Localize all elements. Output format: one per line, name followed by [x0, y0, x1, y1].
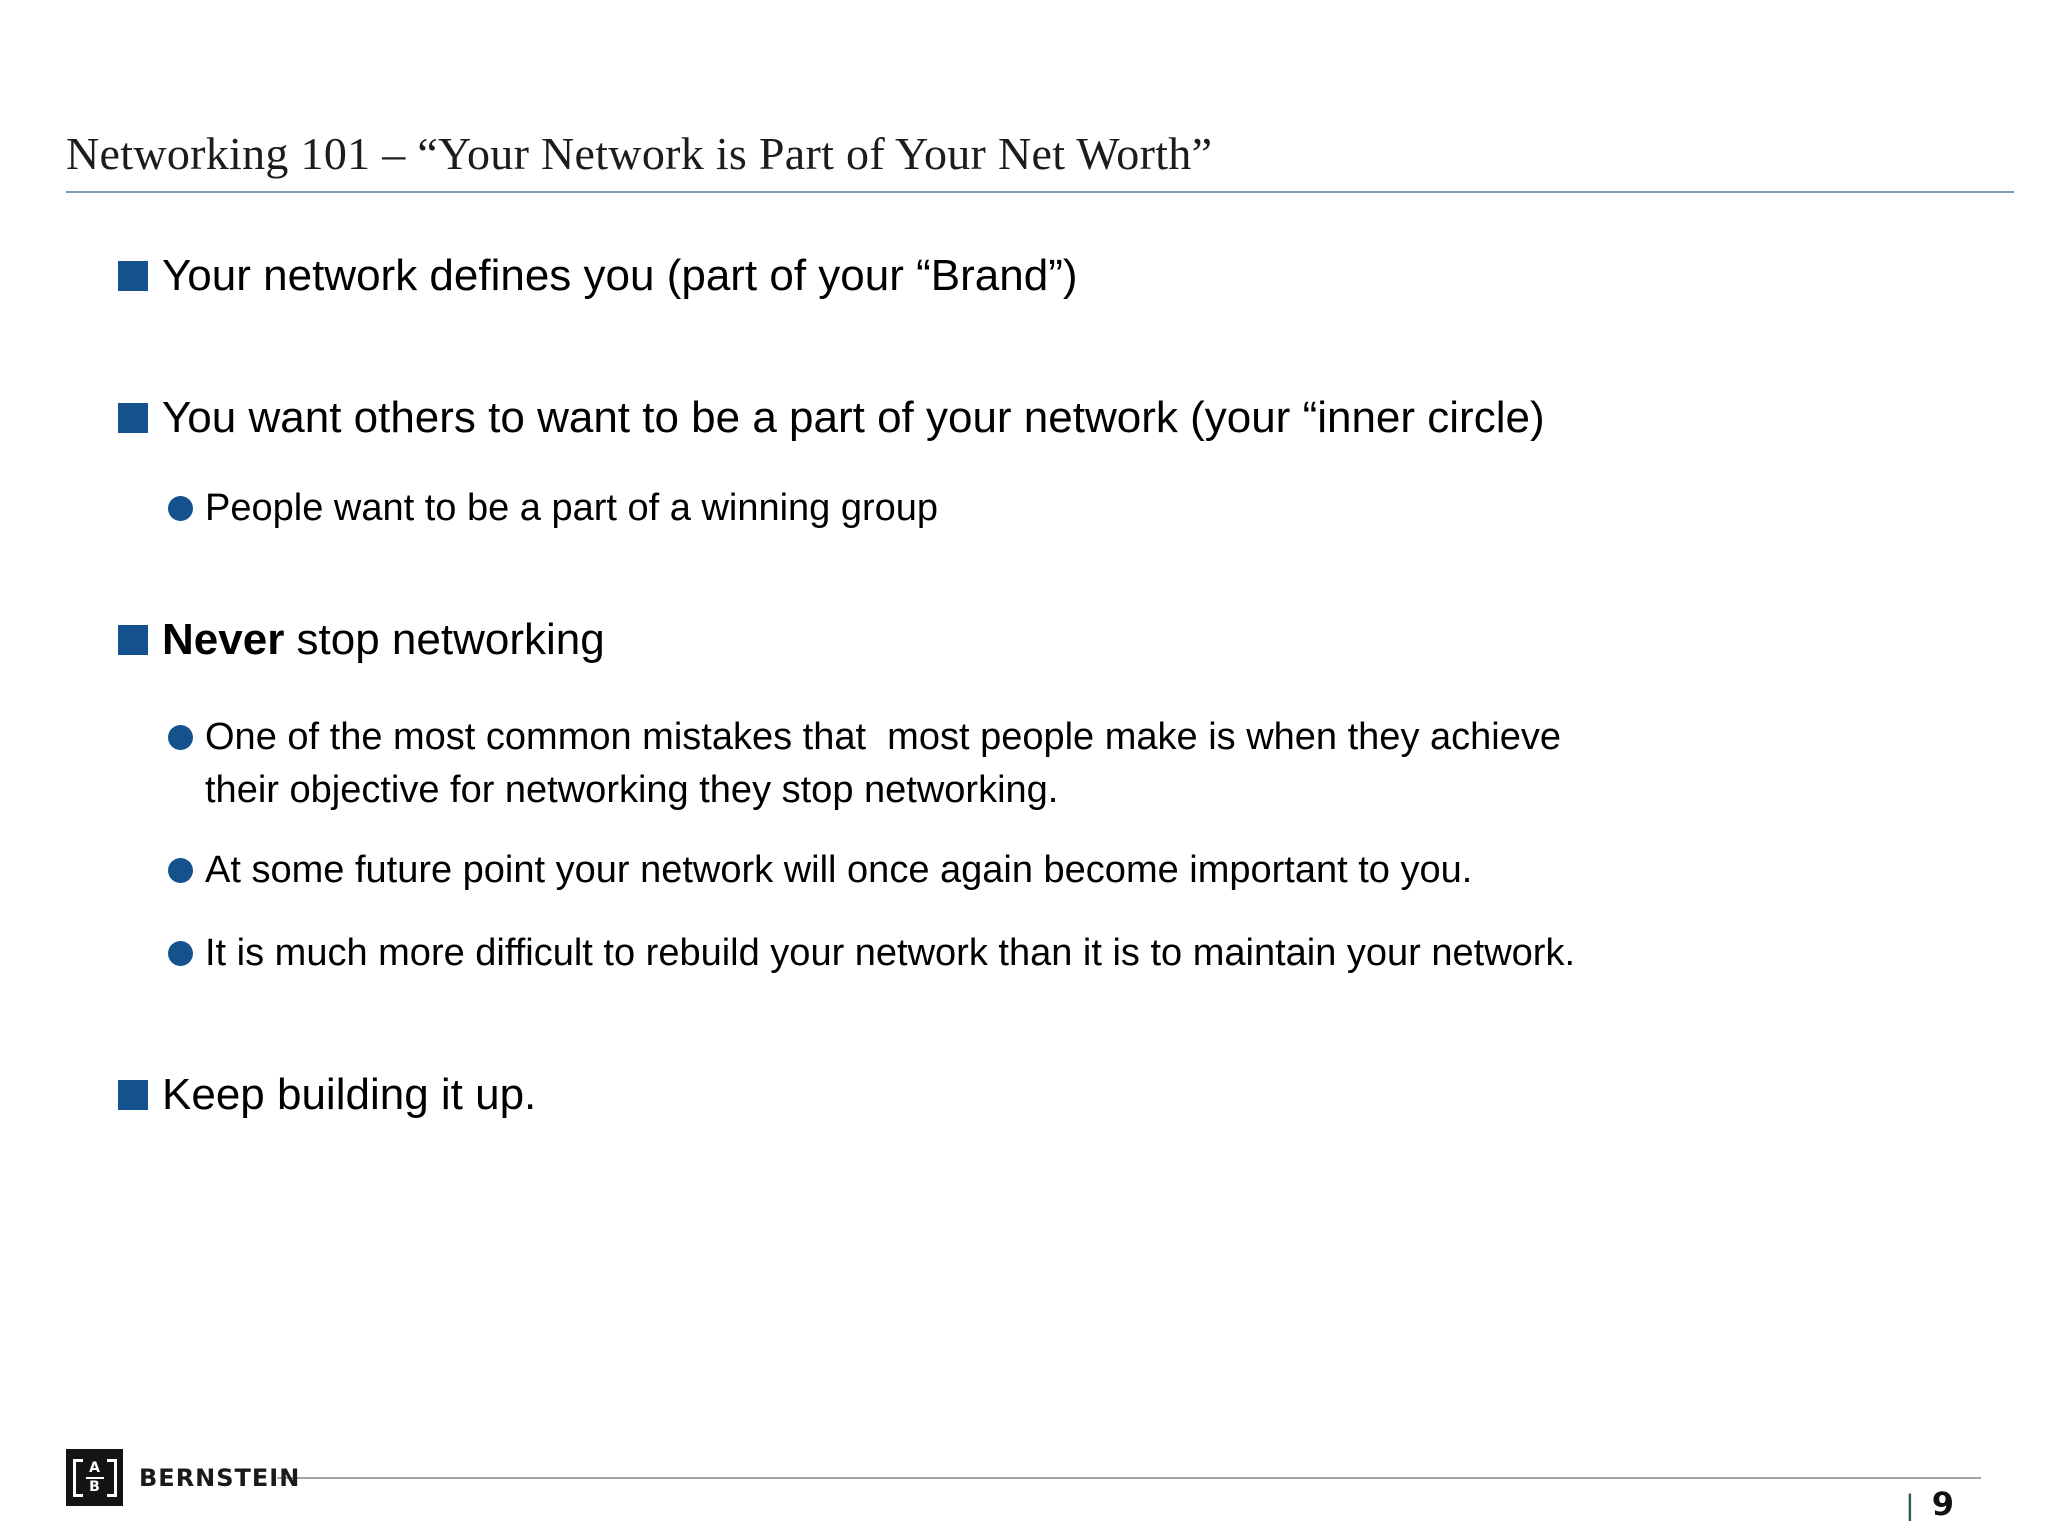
- page-divider-bar: |: [1906, 1489, 1914, 1522]
- bullet-text: You want others to want to be a part of …: [162, 393, 1545, 442]
- circle-bullet-icon: [168, 725, 193, 750]
- square-bullet-icon: [118, 403, 148, 433]
- logo-bracket-left: [72, 1458, 83, 1497]
- page-number: 9: [1931, 1485, 1955, 1523]
- square-bullet-icon: [118, 625, 148, 655]
- bullet-text: Keep building it up.: [162, 1070, 537, 1119]
- sub-bullet-item: At some future point your network will o…: [118, 844, 1988, 897]
- sub-bullet-item: It is much more difficult to rebuild you…: [118, 927, 1988, 980]
- bullet-text: It is much more difficult to rebuild you…: [205, 932, 1576, 974]
- bullet-text: Never stop networking: [162, 615, 605, 664]
- slide-body: Your network defines you (part of your “…: [118, 250, 1988, 1121]
- bullet-text: At some future point your network will o…: [205, 849, 1473, 891]
- bullet-text: Your network defines you (part of your “…: [162, 251, 1078, 300]
- bullet-item: Keep building it up.: [118, 1069, 1988, 1121]
- sub-bullet-item: One of the most common mistakes that mos…: [118, 711, 1988, 817]
- brand-name: BERNSTEIN: [139, 1463, 301, 1492]
- slide-title: Networking 101 – “Your Network is Part o…: [66, 127, 1213, 179]
- page-indicator: | 9: [1906, 1486, 1954, 1524]
- logo-letters: A B: [85, 1459, 105, 1495]
- bernstein-logo: A B BERNSTEIN: [66, 1449, 300, 1506]
- bullet-text: One of the most common mistakes that mos…: [205, 716, 1561, 811]
- bullet-item: Your network defines you (part of your “…: [118, 250, 1988, 302]
- bullet-list: Your network defines you (part of your “…: [118, 250, 1988, 1121]
- logo-divider-line: [85, 1476, 104, 1479]
- logo-letter-a: A: [89, 1459, 100, 1476]
- bullet-text: People want to be a part of a winning gr…: [205, 487, 939, 529]
- logo-bracket-right: [106, 1458, 117, 1497]
- bullet-item: You want others to want to be a part of …: [118, 392, 1988, 444]
- footer-divider: [277, 1477, 1981, 1479]
- circle-bullet-icon: [168, 941, 193, 966]
- logo-letter-b: B: [89, 1478, 100, 1495]
- square-bullet-icon: [118, 261, 148, 291]
- square-bullet-icon: [118, 1080, 148, 1110]
- circle-bullet-icon: [168, 858, 193, 883]
- circle-bullet-icon: [168, 496, 193, 521]
- sub-bullet-item: People want to be a part of a winning gr…: [118, 482, 1988, 535]
- bullet-item: Never stop networking: [118, 614, 1988, 666]
- title-divider: [66, 191, 2014, 193]
- ab-logo-icon: A B: [66, 1449, 123, 1506]
